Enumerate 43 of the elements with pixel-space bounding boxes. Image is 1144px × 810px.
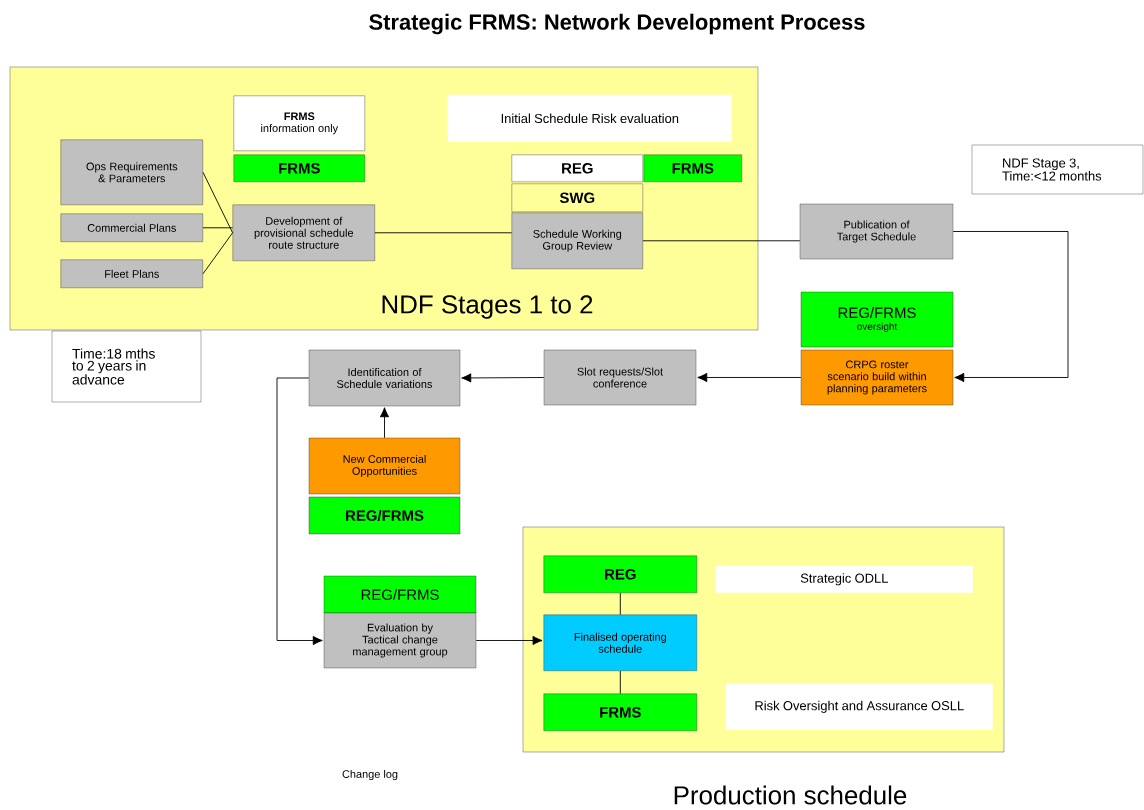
node-label: Production schedule [674,785,907,805]
heading-box: Strategic ODLL [715,565,973,593]
role-box: REG/FRMS [308,496,461,535]
connector-line [202,171,234,234]
connector-line [202,232,234,275]
connector-line [619,592,621,616]
arrow [475,635,543,646]
note-box: FRMS information only [233,95,365,151]
note-text: Change log [342,769,398,781]
process-box: Publication of Target Schedule [799,203,954,260]
role-box: REG [543,555,697,593]
title: Strategic FRMS: Network Development Process [369,13,865,35]
input-box: Ops Requirements & Parameters [60,139,203,205]
role-box: REG/FRMS oversight [800,291,954,348]
arrow [952,231,1069,383]
connector-line [374,232,513,234]
role-box: REG/FRMS [323,575,477,614]
role-box: FRMS [233,154,365,182]
role-box: FRMS [643,154,742,182]
note-box: Time:18 mths to 2 years in advance [51,330,202,403]
process-box: Finalised operating schedule [543,614,697,671]
process-box: Slot requests/Slot conference [543,349,697,406]
process-box: CRPG roster scenario build within planning parameters [800,349,954,406]
role-box: REG [511,154,643,182]
arrow [379,407,390,439]
process-box: Schedule Working Group Review [511,212,643,269]
process-box: Development of provisional schedule route structure [232,204,375,261]
note-box: NDF Stage 3, Time:<12 months [971,144,1144,195]
arrow [276,377,323,646]
arrow [697,372,802,383]
connector-line [619,670,621,695]
heading-box: Risk Oversight and Assurance OSLL [725,683,993,730]
arrow [461,373,545,383]
input-box: Commercial Plans [60,213,203,242]
process-box: Evaluation by Tactical change management group [323,612,477,669]
input-box: Fleet Plans [60,259,203,288]
connector-line [642,240,801,242]
process-box: Identification of Schedule variations [308,349,461,407]
role-box: FRMS [543,693,697,731]
role-box: SWG [511,183,643,212]
heading-box: Initial Schedule Risk evaluation [447,94,732,142]
connector-line [202,227,234,229]
process-box: New Commercial Opportunities [308,437,461,495]
